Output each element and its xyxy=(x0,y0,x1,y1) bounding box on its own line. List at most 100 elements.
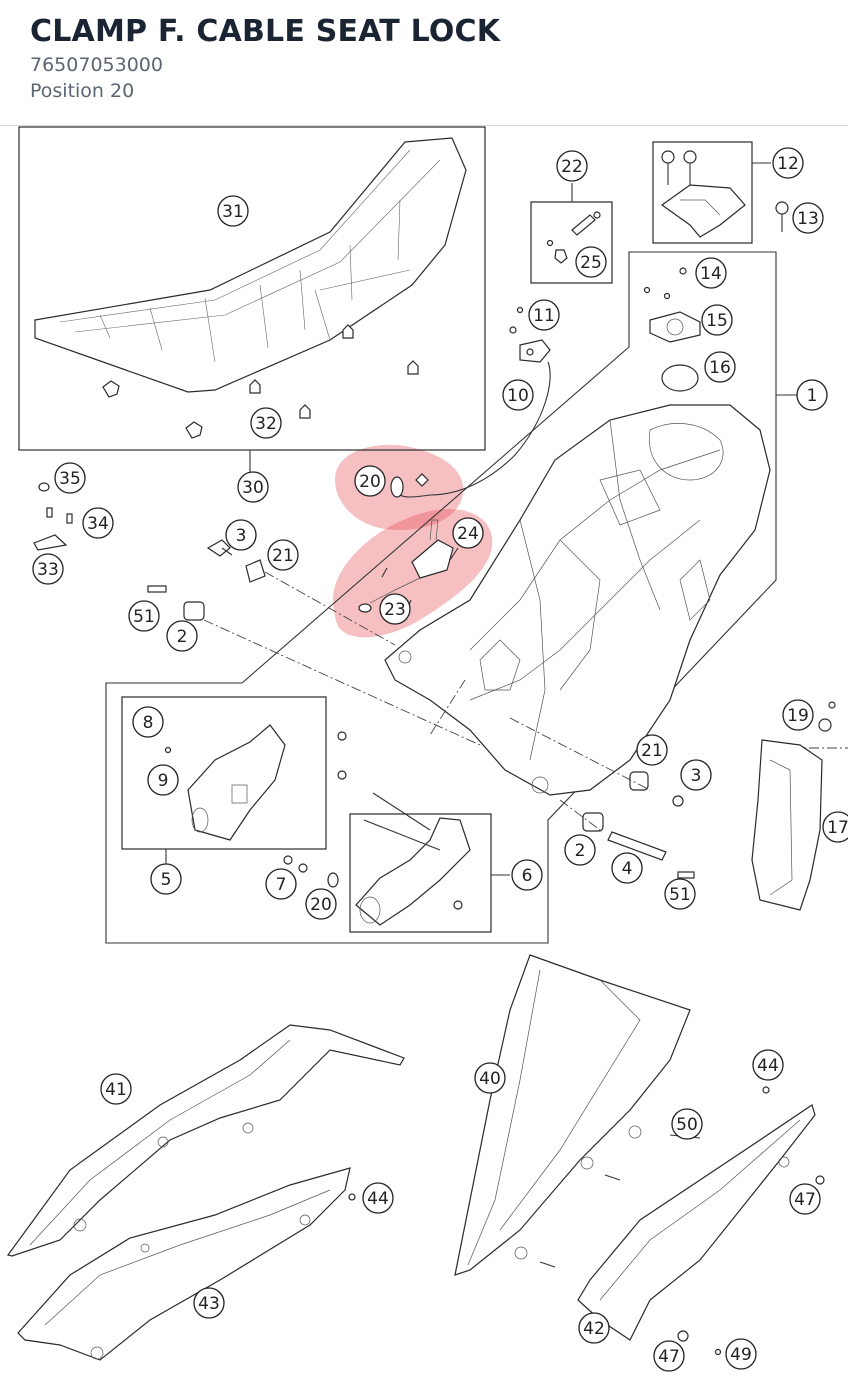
svg-text:22: 22 xyxy=(561,157,583,177)
callout-10[interactable]: 10 xyxy=(502,379,534,411)
callout-44[interactable]: 44 xyxy=(752,1049,784,1081)
seat xyxy=(34,137,467,439)
callout-41[interactable]: 41 xyxy=(100,1073,132,1105)
svg-text:13: 13 xyxy=(797,209,819,229)
svg-text:51: 51 xyxy=(133,607,155,627)
exploded-parts-diagram[interactable]: 3132303534332225121314151611110202423321… xyxy=(0,126,848,1390)
svg-text:49: 49 xyxy=(730,1345,752,1365)
callout-11[interactable]: 11 xyxy=(528,299,560,331)
callout-2[interactable]: 2 xyxy=(564,834,596,866)
svg-text:4: 4 xyxy=(622,859,633,879)
callout-3[interactable]: 3 xyxy=(225,519,257,551)
callout-12[interactable]: 12 xyxy=(772,147,804,179)
callout-9[interactable]: 9 xyxy=(147,764,179,796)
svg-text:14: 14 xyxy=(700,264,722,284)
svg-text:47: 47 xyxy=(658,1347,680,1367)
rear-panel-right xyxy=(751,701,836,911)
svg-text:21: 21 xyxy=(641,741,663,761)
callout-32[interactable]: 32 xyxy=(250,407,282,439)
callout-21[interactable]: 21 xyxy=(267,539,299,571)
callout-31[interactable]: 31 xyxy=(217,195,249,227)
callout-19[interactable]: 19 xyxy=(782,699,814,731)
callout-22[interactable]: 22 xyxy=(556,150,588,182)
svg-text:35: 35 xyxy=(59,469,81,489)
callout-47[interactable]: 47 xyxy=(653,1340,685,1372)
callout-34[interactable]: 34 xyxy=(82,507,114,539)
svg-text:47: 47 xyxy=(794,1190,816,1210)
svg-text:20: 20 xyxy=(359,472,381,492)
callout-23[interactable]: 23 xyxy=(379,593,411,625)
callout-6[interactable]: 6 xyxy=(511,859,543,891)
callout-33[interactable]: 33 xyxy=(32,553,64,585)
svg-text:30: 30 xyxy=(242,478,264,498)
svg-text:41: 41 xyxy=(105,1080,127,1100)
callout-2[interactable]: 2 xyxy=(166,620,198,652)
svg-text:25: 25 xyxy=(580,253,602,273)
callout-47[interactable]: 47 xyxy=(789,1183,821,1215)
svg-text:3: 3 xyxy=(691,766,702,786)
callout-5[interactable]: 5 xyxy=(150,863,182,895)
svg-text:21: 21 xyxy=(272,546,294,566)
callout-30[interactable]: 30 xyxy=(237,471,269,503)
callout-40[interactable]: 40 xyxy=(474,1062,506,1094)
svg-text:34: 34 xyxy=(87,514,109,534)
svg-text:16: 16 xyxy=(709,358,731,378)
callout-51[interactable]: 51 xyxy=(128,600,160,632)
seat-lock-bracket xyxy=(358,519,459,613)
svg-text:32: 32 xyxy=(255,414,277,434)
callout-13[interactable]: 13 xyxy=(792,202,824,234)
callout-51[interactable]: 51 xyxy=(664,878,696,910)
callout-20[interactable]: 20 xyxy=(354,465,386,497)
svg-text:8: 8 xyxy=(143,713,154,733)
callout-4[interactable]: 4 xyxy=(611,852,643,884)
part-number: 76507053000 xyxy=(30,54,163,76)
callout-1[interactable]: 1 xyxy=(796,379,828,411)
svg-text:20: 20 xyxy=(310,895,332,915)
part-header: CLAMP F. CABLE SEAT LOCK 76507053000 Pos… xyxy=(0,0,848,126)
seat-lock-cable xyxy=(390,306,551,498)
part-position: Position 20 xyxy=(30,80,135,102)
callout-labels: 3132303534332225121314151611110202423321… xyxy=(32,147,848,1372)
callout-16[interactable]: 16 xyxy=(704,351,736,383)
svg-text:44: 44 xyxy=(367,1189,389,1209)
callout-20[interactable]: 20 xyxy=(305,888,337,920)
callout-42[interactable]: 42 xyxy=(578,1312,610,1344)
svg-text:5: 5 xyxy=(161,870,172,890)
callout-43[interactable]: 43 xyxy=(193,1287,225,1319)
svg-text:6: 6 xyxy=(522,866,533,886)
callout-3[interactable]: 3 xyxy=(680,759,712,791)
callout-8[interactable]: 8 xyxy=(132,706,164,738)
svg-text:2: 2 xyxy=(575,841,586,861)
svg-text:3: 3 xyxy=(236,526,247,546)
svg-text:15: 15 xyxy=(706,311,728,331)
callout-25[interactable]: 25 xyxy=(575,246,607,278)
svg-text:33: 33 xyxy=(37,560,59,580)
callout-17[interactable]: 17 xyxy=(822,811,848,843)
part-title: CLAMP F. CABLE SEAT LOCK xyxy=(30,14,501,49)
callout-50[interactable]: 50 xyxy=(671,1108,703,1140)
svg-text:17: 17 xyxy=(827,818,848,838)
svg-text:50: 50 xyxy=(676,1115,698,1135)
svg-text:23: 23 xyxy=(384,600,406,620)
callout-44[interactable]: 44 xyxy=(362,1182,394,1214)
small-parts-upper xyxy=(546,150,789,392)
svg-text:42: 42 xyxy=(583,1319,605,1339)
callout-21[interactable]: 21 xyxy=(636,734,668,766)
callout-14[interactable]: 14 xyxy=(695,257,727,289)
callout-49[interactable]: 49 xyxy=(725,1338,757,1370)
callout-24[interactable]: 24 xyxy=(452,517,484,549)
callout-35[interactable]: 35 xyxy=(54,462,86,494)
callout-7[interactable]: 7 xyxy=(265,868,297,900)
callout-15[interactable]: 15 xyxy=(701,304,733,336)
assembly-frames xyxy=(18,126,798,944)
fuel-tank xyxy=(384,404,771,796)
svg-text:2: 2 xyxy=(177,627,188,647)
footrest-brackets xyxy=(164,679,471,926)
svg-text:31: 31 xyxy=(222,202,244,222)
small-parts-right xyxy=(509,717,848,879)
svg-text:43: 43 xyxy=(198,1294,220,1314)
svg-text:40: 40 xyxy=(479,1069,501,1089)
svg-text:19: 19 xyxy=(787,706,809,726)
svg-text:9: 9 xyxy=(158,771,169,791)
svg-text:12: 12 xyxy=(777,154,799,174)
